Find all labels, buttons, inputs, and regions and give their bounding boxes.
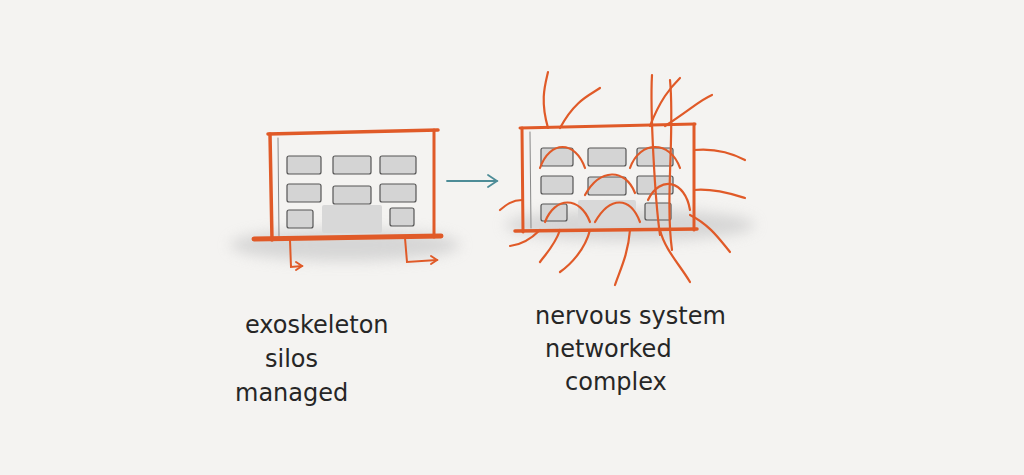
sketch-stroke	[254, 236, 441, 239]
sketch-stroke	[380, 184, 416, 202]
sketch-stroke	[560, 230, 590, 272]
sketch-stroke	[669, 80, 672, 250]
sketch-stroke	[694, 149, 745, 160]
sketch-stroke	[540, 147, 585, 168]
sketch-stroke	[278, 138, 279, 236]
sketch-stroke	[270, 134, 272, 240]
sketch-stroke	[333, 156, 371, 174]
sketch-stroke	[652, 75, 660, 235]
sketch-stroke	[690, 215, 730, 252]
exoskeleton-frame	[254, 130, 441, 270]
sketch-stroke	[588, 177, 626, 195]
sketch-stroke	[268, 130, 438, 134]
sketch-stroke	[380, 156, 416, 174]
sketch-stroke	[615, 230, 630, 285]
sketch-stroke	[390, 208, 414, 226]
sketch-stroke	[287, 156, 321, 174]
sketch-stroke	[694, 190, 745, 198]
sketch-stroke	[540, 230, 560, 262]
illustration-node: nervous systemnetworkedcomplex	[500, 66, 762, 406]
sketch-stroke	[588, 148, 626, 166]
handwritten-label: managed	[235, 378, 348, 408]
sketch-stroke	[287, 210, 313, 228]
illustration-node: exoskeleton silos managed	[230, 118, 445, 418]
shadow	[230, 209, 755, 261]
sketch-stroke	[296, 262, 302, 270]
sketch-stroke	[585, 174, 635, 195]
sketch-stroke	[560, 88, 600, 128]
sketch-stroke	[333, 186, 371, 204]
sketch-stroke	[500, 200, 522, 210]
sketch-stroke	[595, 203, 640, 223]
sketch-stroke	[541, 204, 567, 221]
sketch-stroke	[230, 229, 460, 261]
handwritten-label: exoskeleton	[245, 310, 389, 340]
sketch-stroke	[660, 230, 690, 282]
network-frame	[500, 72, 745, 285]
sketch-stroke	[648, 184, 690, 210]
sketch-stroke	[630, 147, 680, 168]
handwritten-label: nervous system	[535, 301, 726, 331]
sketch-stroke	[431, 256, 437, 264]
sketch-stroke	[541, 176, 573, 194]
sketch-stroke	[287, 184, 321, 202]
sketch-stroke	[405, 238, 437, 262]
handwritten-label: silos	[265, 344, 318, 374]
sketch-stroke	[693, 124, 696, 230]
sketch-stroke	[545, 203, 590, 223]
handwritten-label: complex	[565, 367, 667, 397]
sketch-stroke	[530, 132, 531, 228]
sketch-stroke	[322, 205, 382, 233]
sketch-stroke	[433, 130, 436, 237]
grey-blocks	[287, 156, 416, 233]
sketch-stroke	[544, 72, 548, 128]
sketch-stroke	[510, 230, 540, 246]
sketch-stroke	[522, 128, 523, 232]
transition-arrow	[447, 180, 497, 182]
handwritten-label: networked	[545, 334, 672, 364]
